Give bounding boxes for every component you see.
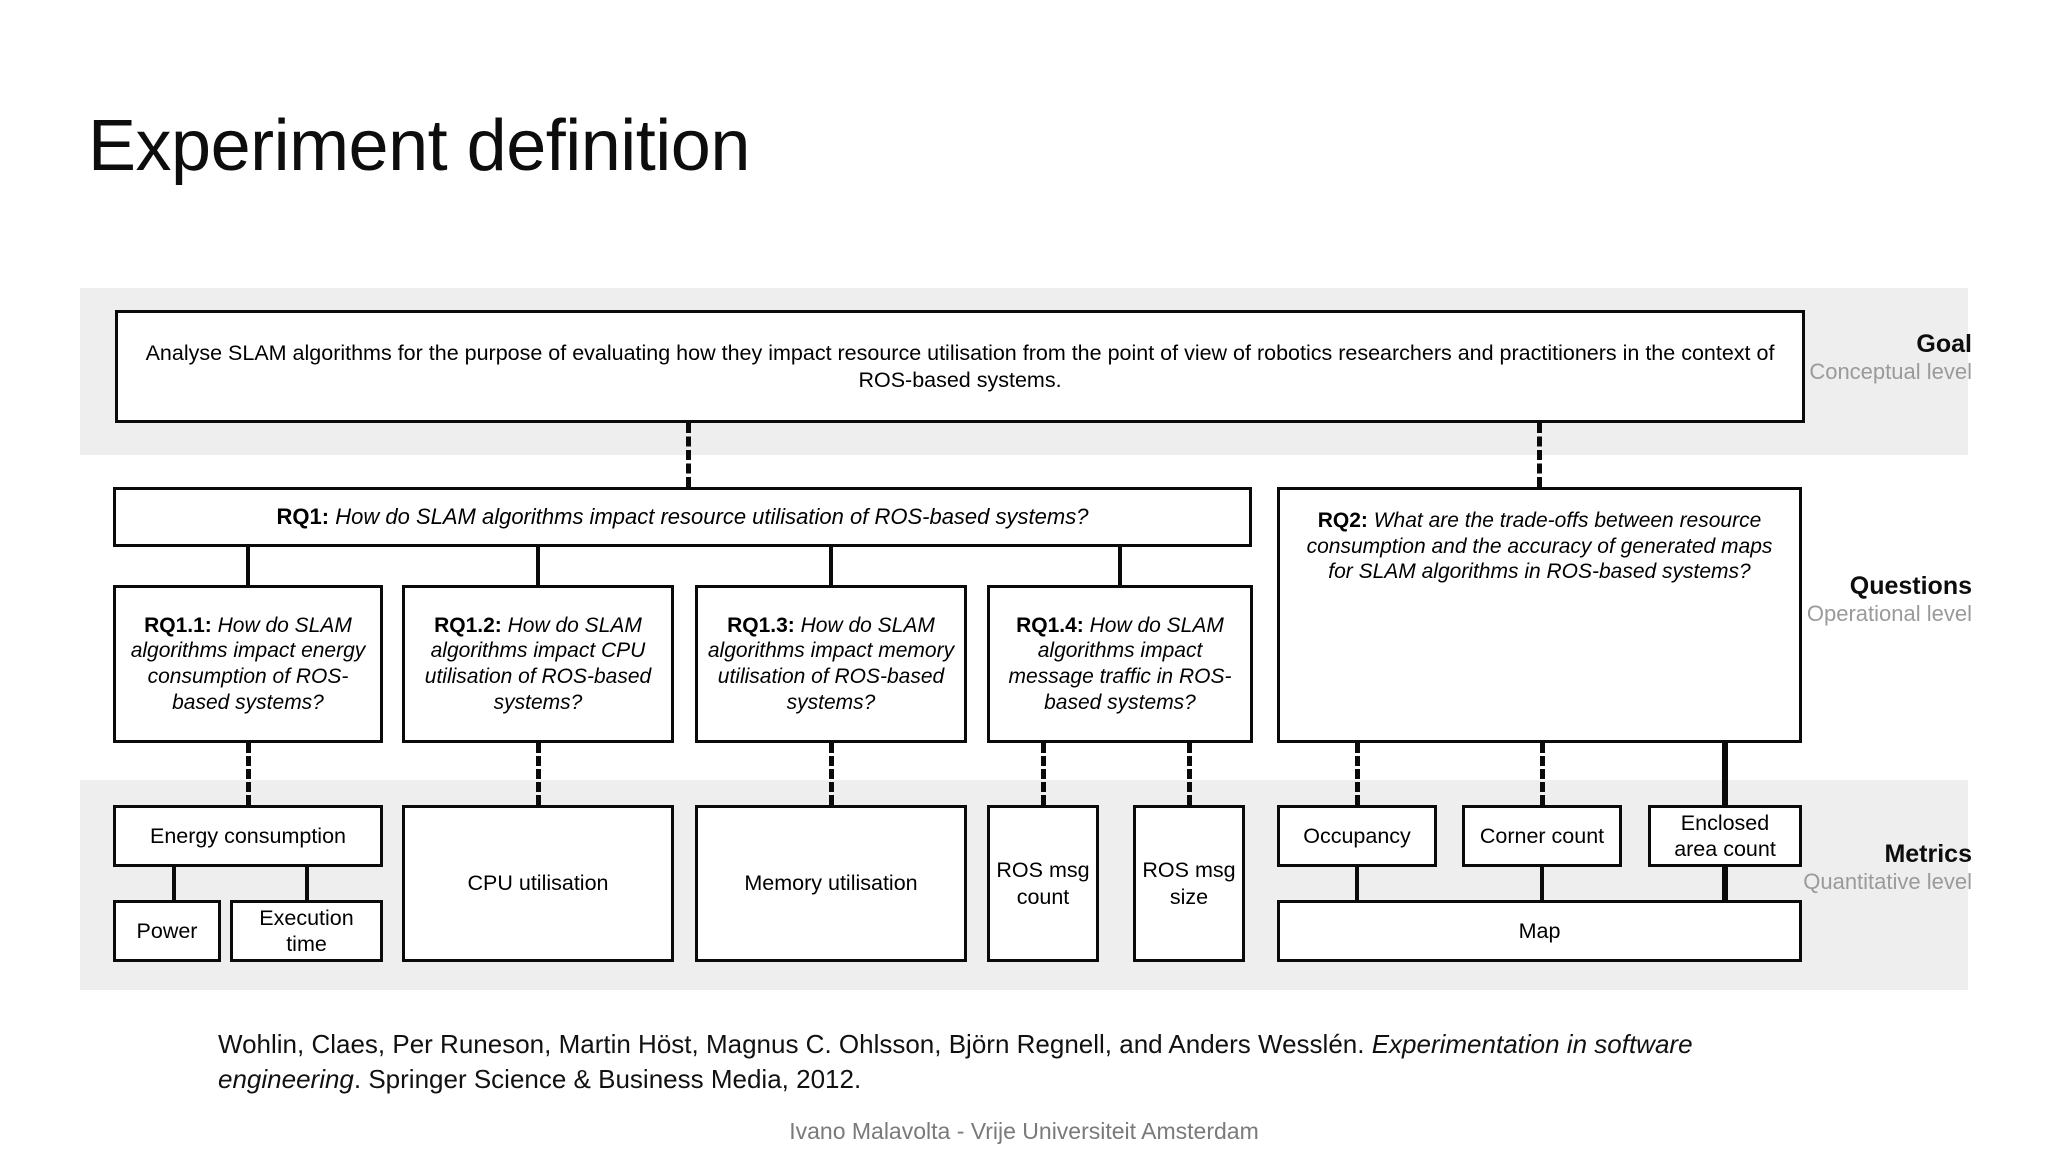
rq1-4-text: How do SLAM algorithms impact message tr… bbox=[1008, 613, 1232, 714]
metric-occupancy: Occupancy bbox=[1277, 805, 1437, 867]
metric-power-label: Power bbox=[136, 918, 198, 943]
metric-ros-msg-size-label: ROS msg size bbox=[1142, 858, 1236, 909]
level-questions-subtitle: Operational level bbox=[1806, 600, 1972, 626]
connector-goal-to-rq1 bbox=[686, 423, 691, 487]
level-label-metrics: Metrics Quantitative level bbox=[1712, 840, 1972, 894]
connector-enclosed-to-map bbox=[1722, 867, 1728, 900]
level-metrics-title: Metrics bbox=[1884, 840, 1972, 868]
metric-corner-count-label: Corner count bbox=[1479, 823, 1605, 848]
metric-memory-utilisation-label: Memory utilisation bbox=[744, 871, 918, 896]
level-goal-title: Goal bbox=[1916, 330, 1972, 358]
rq1-1-label: RQ1.1: bbox=[144, 613, 212, 637]
connector-rq14-to-msgcount bbox=[1041, 743, 1046, 805]
metric-memory-utilisation: Memory utilisation bbox=[695, 805, 967, 962]
rq2-text: What are the trade-offs between resource… bbox=[1306, 509, 1773, 584]
rq1-4-box: RQ1.4: How do SLAM algorithms impact mes… bbox=[987, 585, 1253, 743]
metric-energy-consumption-label: Energy consumption bbox=[150, 823, 346, 848]
level-questions-title: Questions bbox=[1849, 572, 1972, 600]
rq1-box: RQ1: How do SLAM algorithms impact resou… bbox=[113, 487, 1252, 547]
rq1-3-text: How do SLAM algorithms impact memory uti… bbox=[707, 613, 955, 714]
metric-cpu-utilisation: CPU utilisation bbox=[402, 805, 674, 962]
rq1-4-label: RQ1.4: bbox=[1016, 613, 1084, 637]
rq2-box: RQ2: What are the trade-offs between res… bbox=[1277, 487, 1802, 743]
connector-energy-to-exectime bbox=[305, 867, 309, 900]
rq1-label: RQ1: bbox=[276, 503, 330, 529]
slide-footer: Ivano Malavolta - Vrije Universiteit Ams… bbox=[789, 1118, 1259, 1144]
metric-execution-time-label: Execution time bbox=[259, 905, 354, 956]
citation: Wohlin, Claes, Per Runeson, Martin Höst,… bbox=[218, 1027, 1778, 1096]
metric-occupancy-label: Occupancy bbox=[1303, 823, 1411, 848]
connector-occupancy-to-map bbox=[1355, 867, 1359, 900]
metric-energy-consumption: Energy consumption bbox=[113, 805, 383, 867]
connector-rq11-to-energy bbox=[246, 743, 251, 805]
rq1-2-box: RQ1.2: How do SLAM algorithms impact CPU… bbox=[402, 585, 674, 743]
connector-rq2-to-map bbox=[1722, 743, 1728, 805]
rq1-3-box: RQ1.3: How do SLAM algorithms impact mem… bbox=[695, 585, 967, 743]
goal-text: Analyse SLAM algorithms for the purpose … bbox=[145, 341, 1775, 392]
connector-energy-to-power bbox=[172, 867, 176, 900]
connector-corner-to-map bbox=[1540, 867, 1544, 900]
rq1-1-text: How do SLAM algorithms impact energy con… bbox=[130, 613, 366, 714]
connector-rq14-to-msgsize bbox=[1187, 743, 1192, 805]
connector-rq13-to-memory bbox=[829, 743, 834, 805]
connector-rq1-to-rq13 bbox=[829, 547, 833, 585]
connector-rq12-to-cpu bbox=[536, 743, 541, 805]
metric-ros-msg-count: ROS msg count bbox=[987, 805, 1099, 962]
citation-suffix: . Springer Science & Business Media, 201… bbox=[353, 1063, 862, 1094]
connector-rq1-to-rq11 bbox=[246, 547, 250, 585]
metric-enclosed-area-count-label: Enclosed area count bbox=[1674, 810, 1776, 861]
rq1-2-text: How do SLAM algorithms impact CPU utilis… bbox=[424, 613, 652, 714]
rq1-3-label: RQ1.3: bbox=[727, 613, 795, 637]
level-label-questions: Questions Operational level bbox=[1712, 572, 1972, 626]
level-metrics-subtitle: Quantitative level bbox=[1803, 868, 1972, 894]
citation-authors: Wohlin, Claes, Per Runeson, Martin Höst,… bbox=[218, 1029, 1372, 1059]
rq1-2-label: RQ1.2: bbox=[434, 613, 502, 637]
goal-box: Analyse SLAM algorithms for the purpose … bbox=[115, 310, 1805, 423]
connector-rq1-to-rq12 bbox=[536, 547, 540, 585]
rq2-label: RQ2: bbox=[1317, 509, 1368, 532]
citation-title: Experimentation in software engineering bbox=[218, 1029, 1693, 1094]
metric-corner-count: Corner count bbox=[1462, 805, 1622, 867]
level-goal-subtitle: Conceptual level bbox=[1809, 358, 1972, 384]
rq1-1-box: RQ1.1: How do SLAM algorithms impact ene… bbox=[113, 585, 383, 743]
metric-execution-time: Execution time bbox=[230, 900, 383, 962]
connector-rq1-to-rq14 bbox=[1118, 547, 1122, 585]
metric-cpu-utilisation-label: CPU utilisation bbox=[467, 871, 609, 896]
metric-map-label: Map bbox=[1518, 918, 1561, 943]
connector-goal-to-rq2 bbox=[1537, 423, 1542, 487]
connector-rq2-to-occupancy bbox=[1355, 743, 1360, 805]
level-label-goal: Goal Conceptual level bbox=[1712, 330, 1972, 384]
rq1-text: How do SLAM algorithms impact resource u… bbox=[335, 503, 1089, 529]
connector-rq2-to-corner bbox=[1540, 743, 1545, 805]
page-title: Experiment definition bbox=[88, 106, 750, 186]
metric-power: Power bbox=[113, 900, 221, 962]
metric-ros-msg-size: ROS msg size bbox=[1133, 805, 1245, 962]
metric-ros-msg-count-label: ROS msg count bbox=[996, 858, 1090, 909]
metric-map: Map bbox=[1277, 900, 1802, 962]
metric-enclosed-area-count: Enclosed area count bbox=[1648, 805, 1802, 867]
